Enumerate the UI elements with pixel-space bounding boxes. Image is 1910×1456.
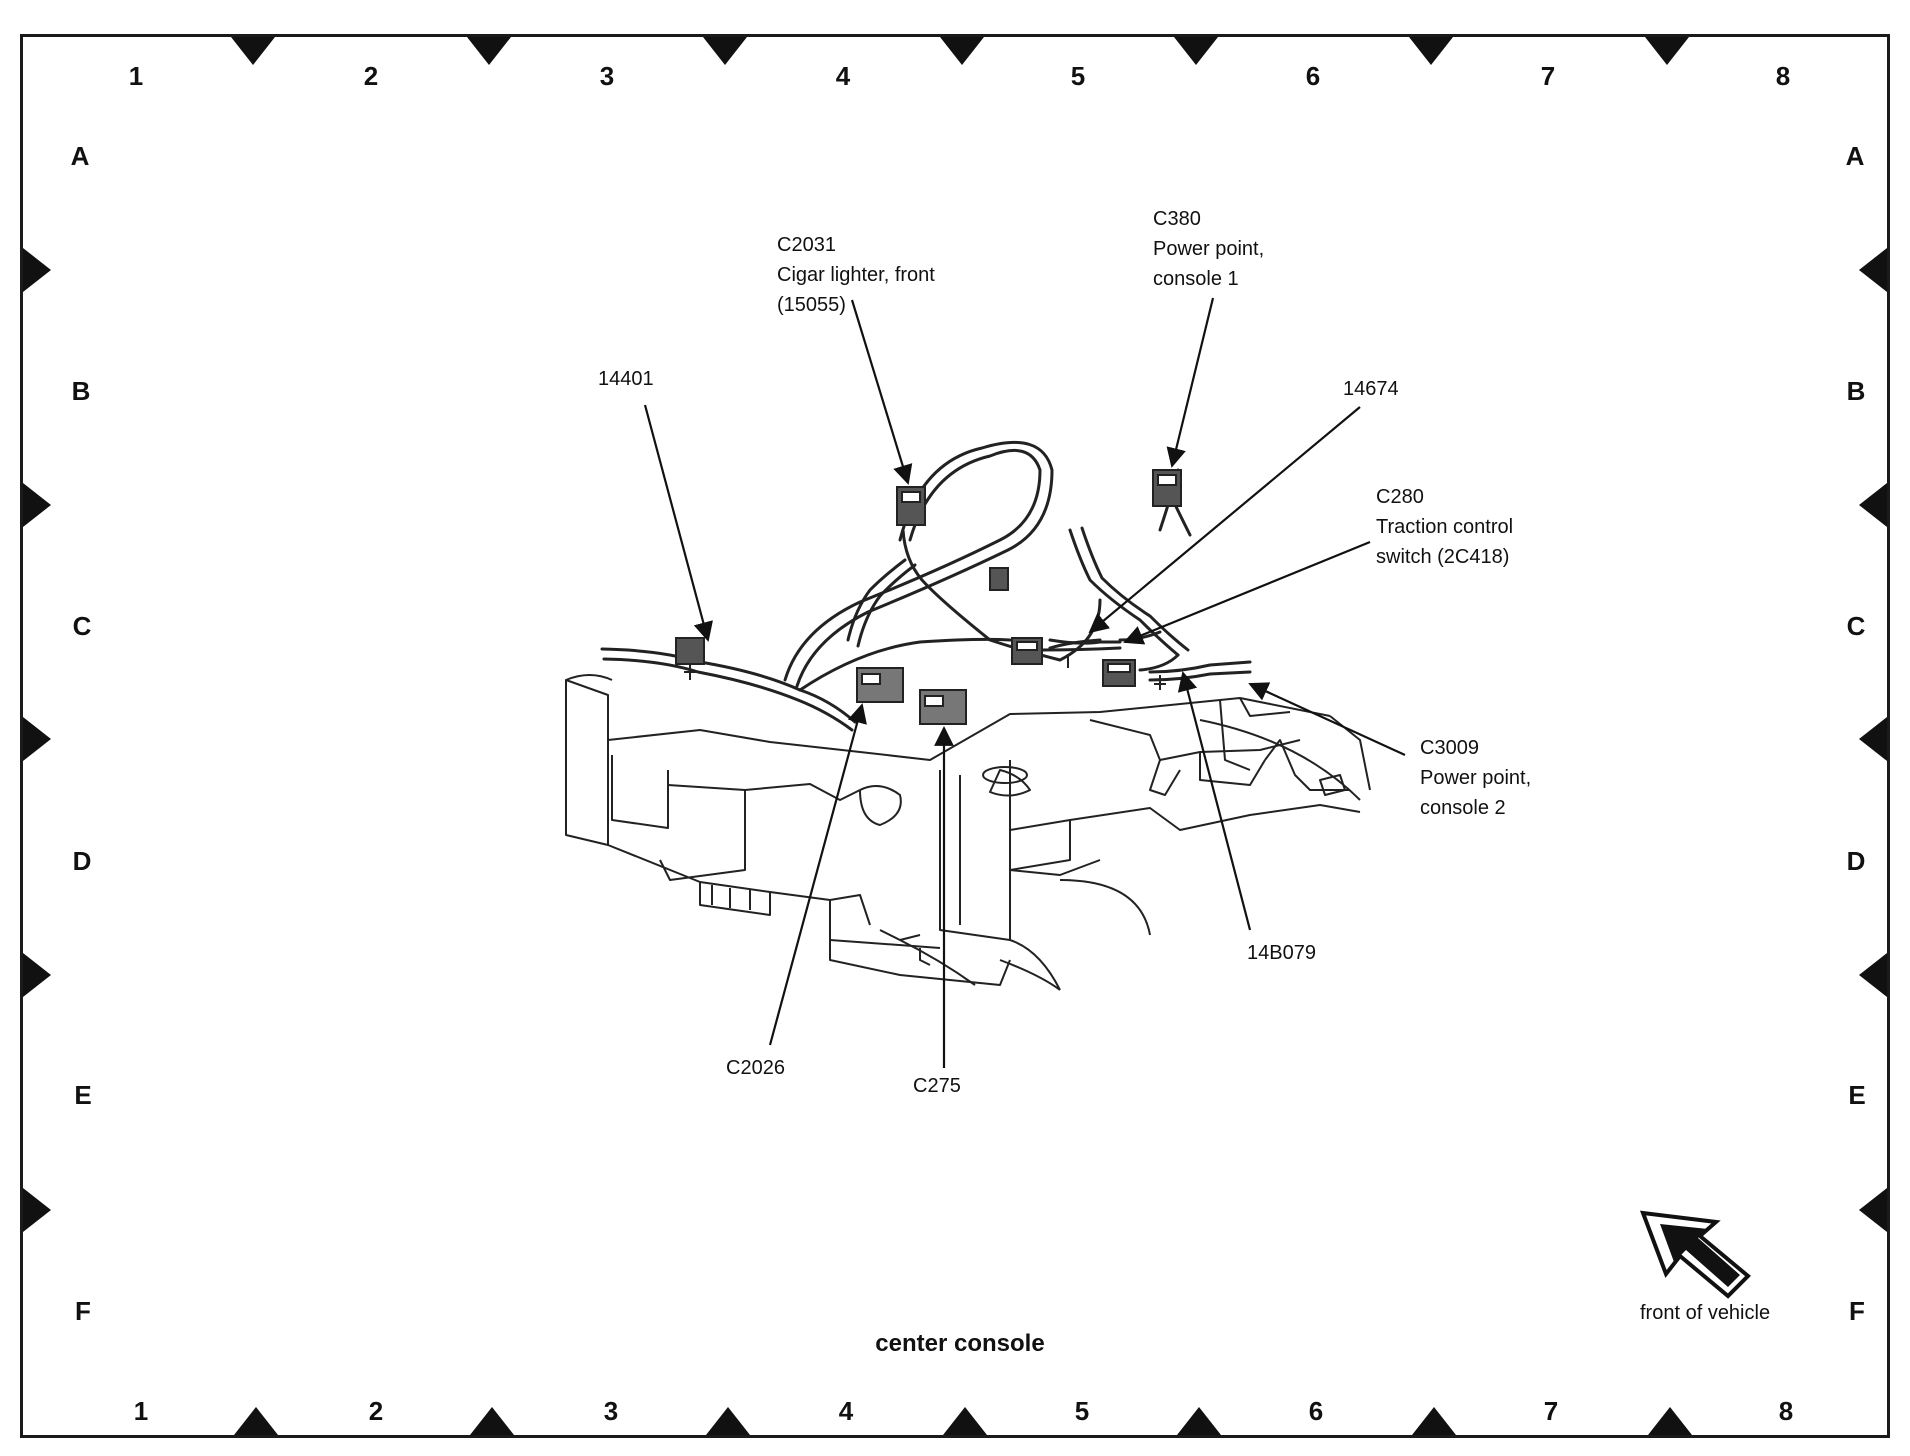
arrow-c3009	[1248, 682, 1406, 757]
console-bracket	[565, 674, 1371, 991]
grid-col-top-3: 3	[599, 61, 615, 91]
grid-col-top-6: 6	[1305, 61, 1321, 91]
top-marker-2	[467, 37, 511, 65]
top-marker-7	[1645, 37, 1689, 65]
grid-row-left-f: F	[75, 1296, 91, 1326]
callout-c380-line-3: console 1	[1153, 268, 1239, 290]
grid-row-left-b: B	[71, 376, 91, 406]
top-marker-6	[1409, 37, 1453, 65]
grid-col-bottom-4: 4	[838, 1396, 854, 1426]
grid-row-left-e: E	[74, 1080, 92, 1110]
grid-row-left-d: D	[72, 846, 92, 876]
grid-col-bottom-5: 5	[1074, 1396, 1090, 1426]
callout-c3009-line-2: Power point,	[1420, 767, 1532, 789]
bottom-marker-2	[470, 1407, 514, 1435]
arrow-c380	[1166, 297, 1215, 468]
callout-14b079-line-1: 14B079	[1247, 942, 1316, 964]
callout-c2031-line-2: Cigar lighter, front	[777, 264, 935, 286]
top-marker-5	[1174, 37, 1218, 65]
top-marker-4	[940, 37, 984, 65]
grid-row-right-f: F	[1849, 1296, 1865, 1326]
callout-c2031-line-1: C2031	[777, 234, 836, 256]
callout-c3009-line-3: console 2	[1420, 797, 1506, 819]
callout-c280-line-1: C280	[1376, 486, 1424, 508]
grid-col-top-1: 1	[128, 61, 144, 91]
right-marker-2	[1859, 483, 1887, 527]
diagram-title: center console	[875, 1330, 1045, 1357]
grid-col-bottom-7: 7	[1543, 1396, 1559, 1426]
arrow-c2026	[768, 703, 867, 1046]
grid-col-bottom-2: 2	[368, 1396, 384, 1426]
top-marker-3	[703, 37, 747, 65]
callout-c275-line-1: C275	[913, 1075, 961, 1097]
right-marker-5	[1859, 1188, 1887, 1232]
grid-col-top-5: 5	[1070, 61, 1086, 91]
arrow-c2031	[850, 299, 913, 485]
callout-c2026: C2026	[726, 1053, 785, 1083]
grid-row-right-d: D	[1846, 846, 1866, 876]
callout-c380-line-1: C380	[1153, 208, 1201, 230]
left-marker-5	[23, 1188, 51, 1232]
grid-col-top-2: 2	[363, 61, 379, 91]
callout-c380-line-2: Power point,	[1153, 238, 1265, 260]
arrow-14401	[643, 404, 713, 642]
leader-arrows	[643, 297, 1406, 1068]
right-marker-1	[1859, 248, 1887, 292]
callout-c275: C275	[913, 1071, 961, 1101]
callout-c2026-line-1: C2026	[726, 1057, 785, 1079]
bottom-marker-6	[1412, 1407, 1456, 1435]
callout-c280-line-3: switch (2C418)	[1376, 546, 1510, 568]
bottom-marker-4	[943, 1407, 987, 1435]
callout-14674: 14674	[1343, 374, 1399, 404]
bottom-marker-5	[1177, 1407, 1221, 1435]
callout-c3009-line-1: C3009	[1420, 737, 1479, 759]
bottom-marker-3	[706, 1407, 750, 1435]
callout-14401: 14401	[598, 364, 654, 394]
grid-row-right-a: A	[1845, 141, 1865, 171]
callout-c2031: C2031 Cigar lighter, front (15055)	[777, 230, 935, 320]
left-marker-2	[23, 483, 51, 527]
front-of-vehicle-label: front of vehicle	[1640, 1302, 1771, 1324]
grid-col-top-4: 4	[835, 61, 851, 91]
grid-row-right-c: C	[1846, 611, 1866, 641]
grid-col-bottom-3: 3	[603, 1396, 619, 1426]
harness-clip	[989, 567, 1009, 591]
grid-row-right-b: B	[1846, 376, 1866, 406]
callout-c280: C280 Traction control switch (2C418)	[1376, 482, 1513, 572]
callout-c2031-line-3: (15055)	[777, 294, 846, 316]
grid-col-bottom-6: 6	[1308, 1396, 1324, 1426]
bottom-marker-7	[1648, 1407, 1692, 1435]
arrow-14b079	[1177, 671, 1252, 931]
grid-row-right-e: E	[1848, 1080, 1866, 1110]
connectors	[675, 469, 1182, 725]
callout-c280-line-2: Traction control	[1376, 516, 1514, 538]
bottom-marker-1	[234, 1407, 278, 1435]
grid-row-left-a: A	[70, 141, 90, 171]
left-marker-4	[23, 953, 51, 997]
arrow-14674	[1088, 406, 1361, 634]
callout-c380: C380 Power point, console 1	[1153, 204, 1264, 294]
right-marker-3	[1859, 717, 1887, 761]
grid-col-bottom-8: 8	[1778, 1396, 1794, 1426]
arrow-c280	[1123, 540, 1371, 645]
callout-14401-line-1: 14401	[598, 368, 654, 390]
left-marker-3	[23, 717, 51, 761]
callout-c3009: C3009 Power point, console 2	[1420, 733, 1531, 823]
harness-retainer-14401	[675, 637, 705, 665]
callout-14674-line-1: 14674	[1343, 378, 1399, 400]
arrow-up-left-icon	[1639, 1210, 1751, 1299]
top-marker-1	[231, 37, 275, 65]
diagram-frame	[20, 34, 1890, 1438]
grid-col-top-8: 8	[1775, 61, 1791, 91]
grid-col-top-7: 7	[1540, 61, 1556, 91]
right-marker-4	[1859, 953, 1887, 997]
grid-row-left-c: C	[72, 611, 92, 641]
callout-14b079: 14B079	[1247, 938, 1316, 968]
left-marker-1	[23, 248, 51, 292]
grid-col-bottom-1: 1	[133, 1396, 149, 1426]
